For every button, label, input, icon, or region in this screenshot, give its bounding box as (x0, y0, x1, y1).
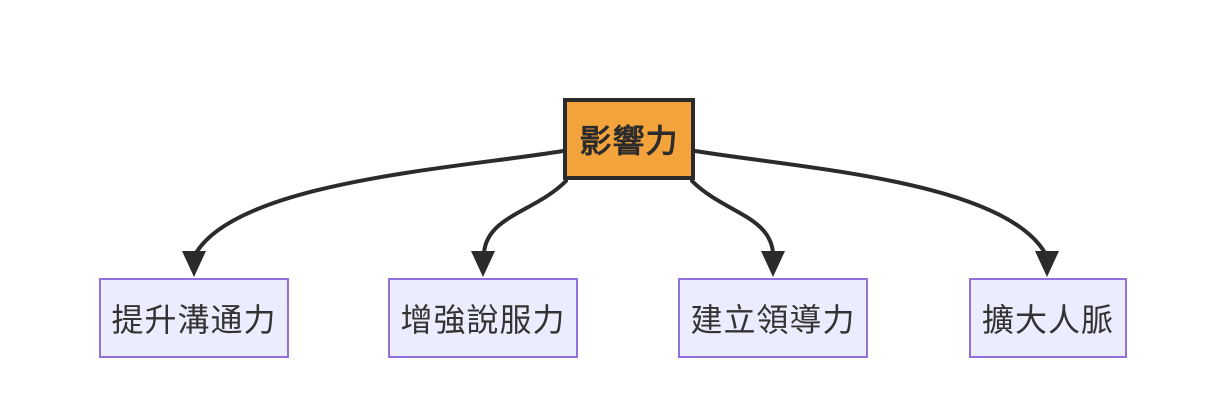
node-persuasion: 增強說服力 (388, 278, 578, 358)
node-influence-label: 影響力 (579, 123, 679, 159)
node-leadership-label: 建立領導力 (690, 302, 856, 338)
node-persuasion-label: 增強說服力 (400, 302, 566, 338)
edge-root-to-communication (194, 149, 565, 255)
edge-root-to-persuasion (482, 179, 568, 255)
node-communication: 提升溝通力 (99, 278, 289, 358)
node-network: 擴大人脈 (969, 278, 1127, 358)
edge-arrowhead-communication (182, 251, 206, 277)
node-influence: 影響力 (563, 98, 695, 180)
edge-arrowhead-persuasion (471, 251, 495, 277)
edge-arrowhead-network (1035, 251, 1059, 277)
node-leadership: 建立領導力 (678, 278, 868, 358)
node-communication-label: 提升溝通力 (111, 302, 277, 338)
edge-root-to-leadership (690, 179, 775, 255)
node-network-label: 擴大人脈 (981, 302, 1114, 338)
edge-arrowhead-leadership (761, 251, 785, 277)
edge-root-to-network (693, 149, 1047, 255)
